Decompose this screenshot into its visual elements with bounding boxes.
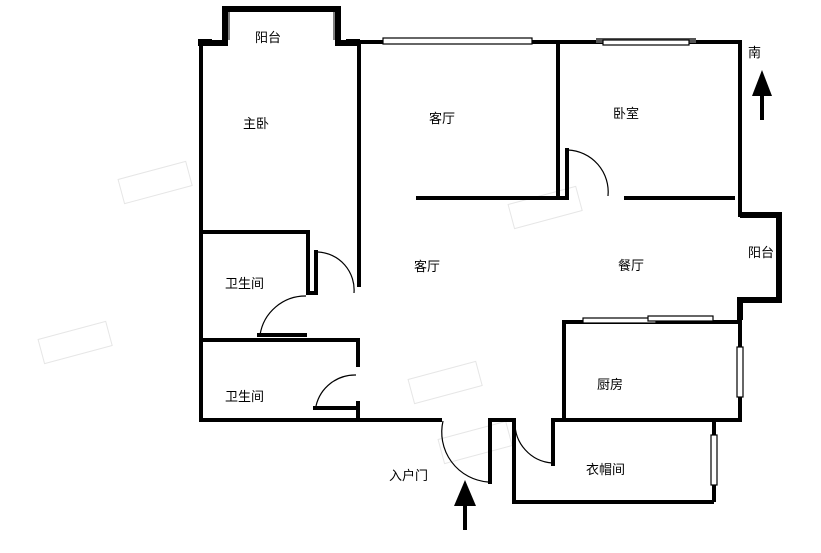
- balcony-top-walls: [198, 6, 360, 46]
- door-bathroom-lower-swing-1: [259, 295, 307, 336]
- window-kitchen-side: [736, 346, 744, 398]
- room-label-kitchen: 厨房: [597, 378, 624, 393]
- entrance-label: 入户门: [389, 469, 429, 484]
- door-bedroom-swing: [567, 149, 609, 197]
- door-bathroom-upper-swing: [317, 251, 355, 294]
- north-arrow-icon: [752, 70, 772, 120]
- room-label-bedroom: 卧室: [613, 107, 640, 122]
- window-living-top: [382, 37, 533, 45]
- window-kitchen-1: [582, 317, 657, 324]
- window-cloakroom: [710, 434, 718, 486]
- door-cloakroom-swing: [514, 421, 553, 464]
- window-kitchen-2: [647, 315, 714, 322]
- room-label-living-room-top: 客厅: [429, 112, 456, 127]
- room-label-dining-room: 餐厅: [618, 259, 645, 274]
- wall-column: [198, 39, 212, 46]
- wall-column: [346, 39, 360, 46]
- room-label-bathroom-lower: 卫生间: [225, 390, 265, 405]
- windows: [382, 37, 744, 486]
- room-label-master-bedroom: 主卧: [243, 117, 270, 132]
- watermark: [37, 160, 583, 465]
- room-label-balcony-right: 阳台: [748, 246, 775, 261]
- room-label-balcony-top: 阳台: [255, 31, 282, 46]
- doors: [259, 149, 609, 483]
- entrance-arrow-icon: [454, 480, 476, 530]
- walls: [199, 40, 782, 504]
- room-label-cloakroom: 衣帽间: [586, 463, 626, 478]
- room-label-bathroom-upper: 卫生间: [225, 277, 265, 292]
- window-bedroom: [602, 39, 690, 46]
- room-label-living-room-center: 客厅: [414, 260, 441, 275]
- door-bathroom-lower-swing-2: [315, 374, 357, 407]
- door-entrance-swing: [441, 420, 489, 483]
- orientation-label: 南: [748, 46, 762, 61]
